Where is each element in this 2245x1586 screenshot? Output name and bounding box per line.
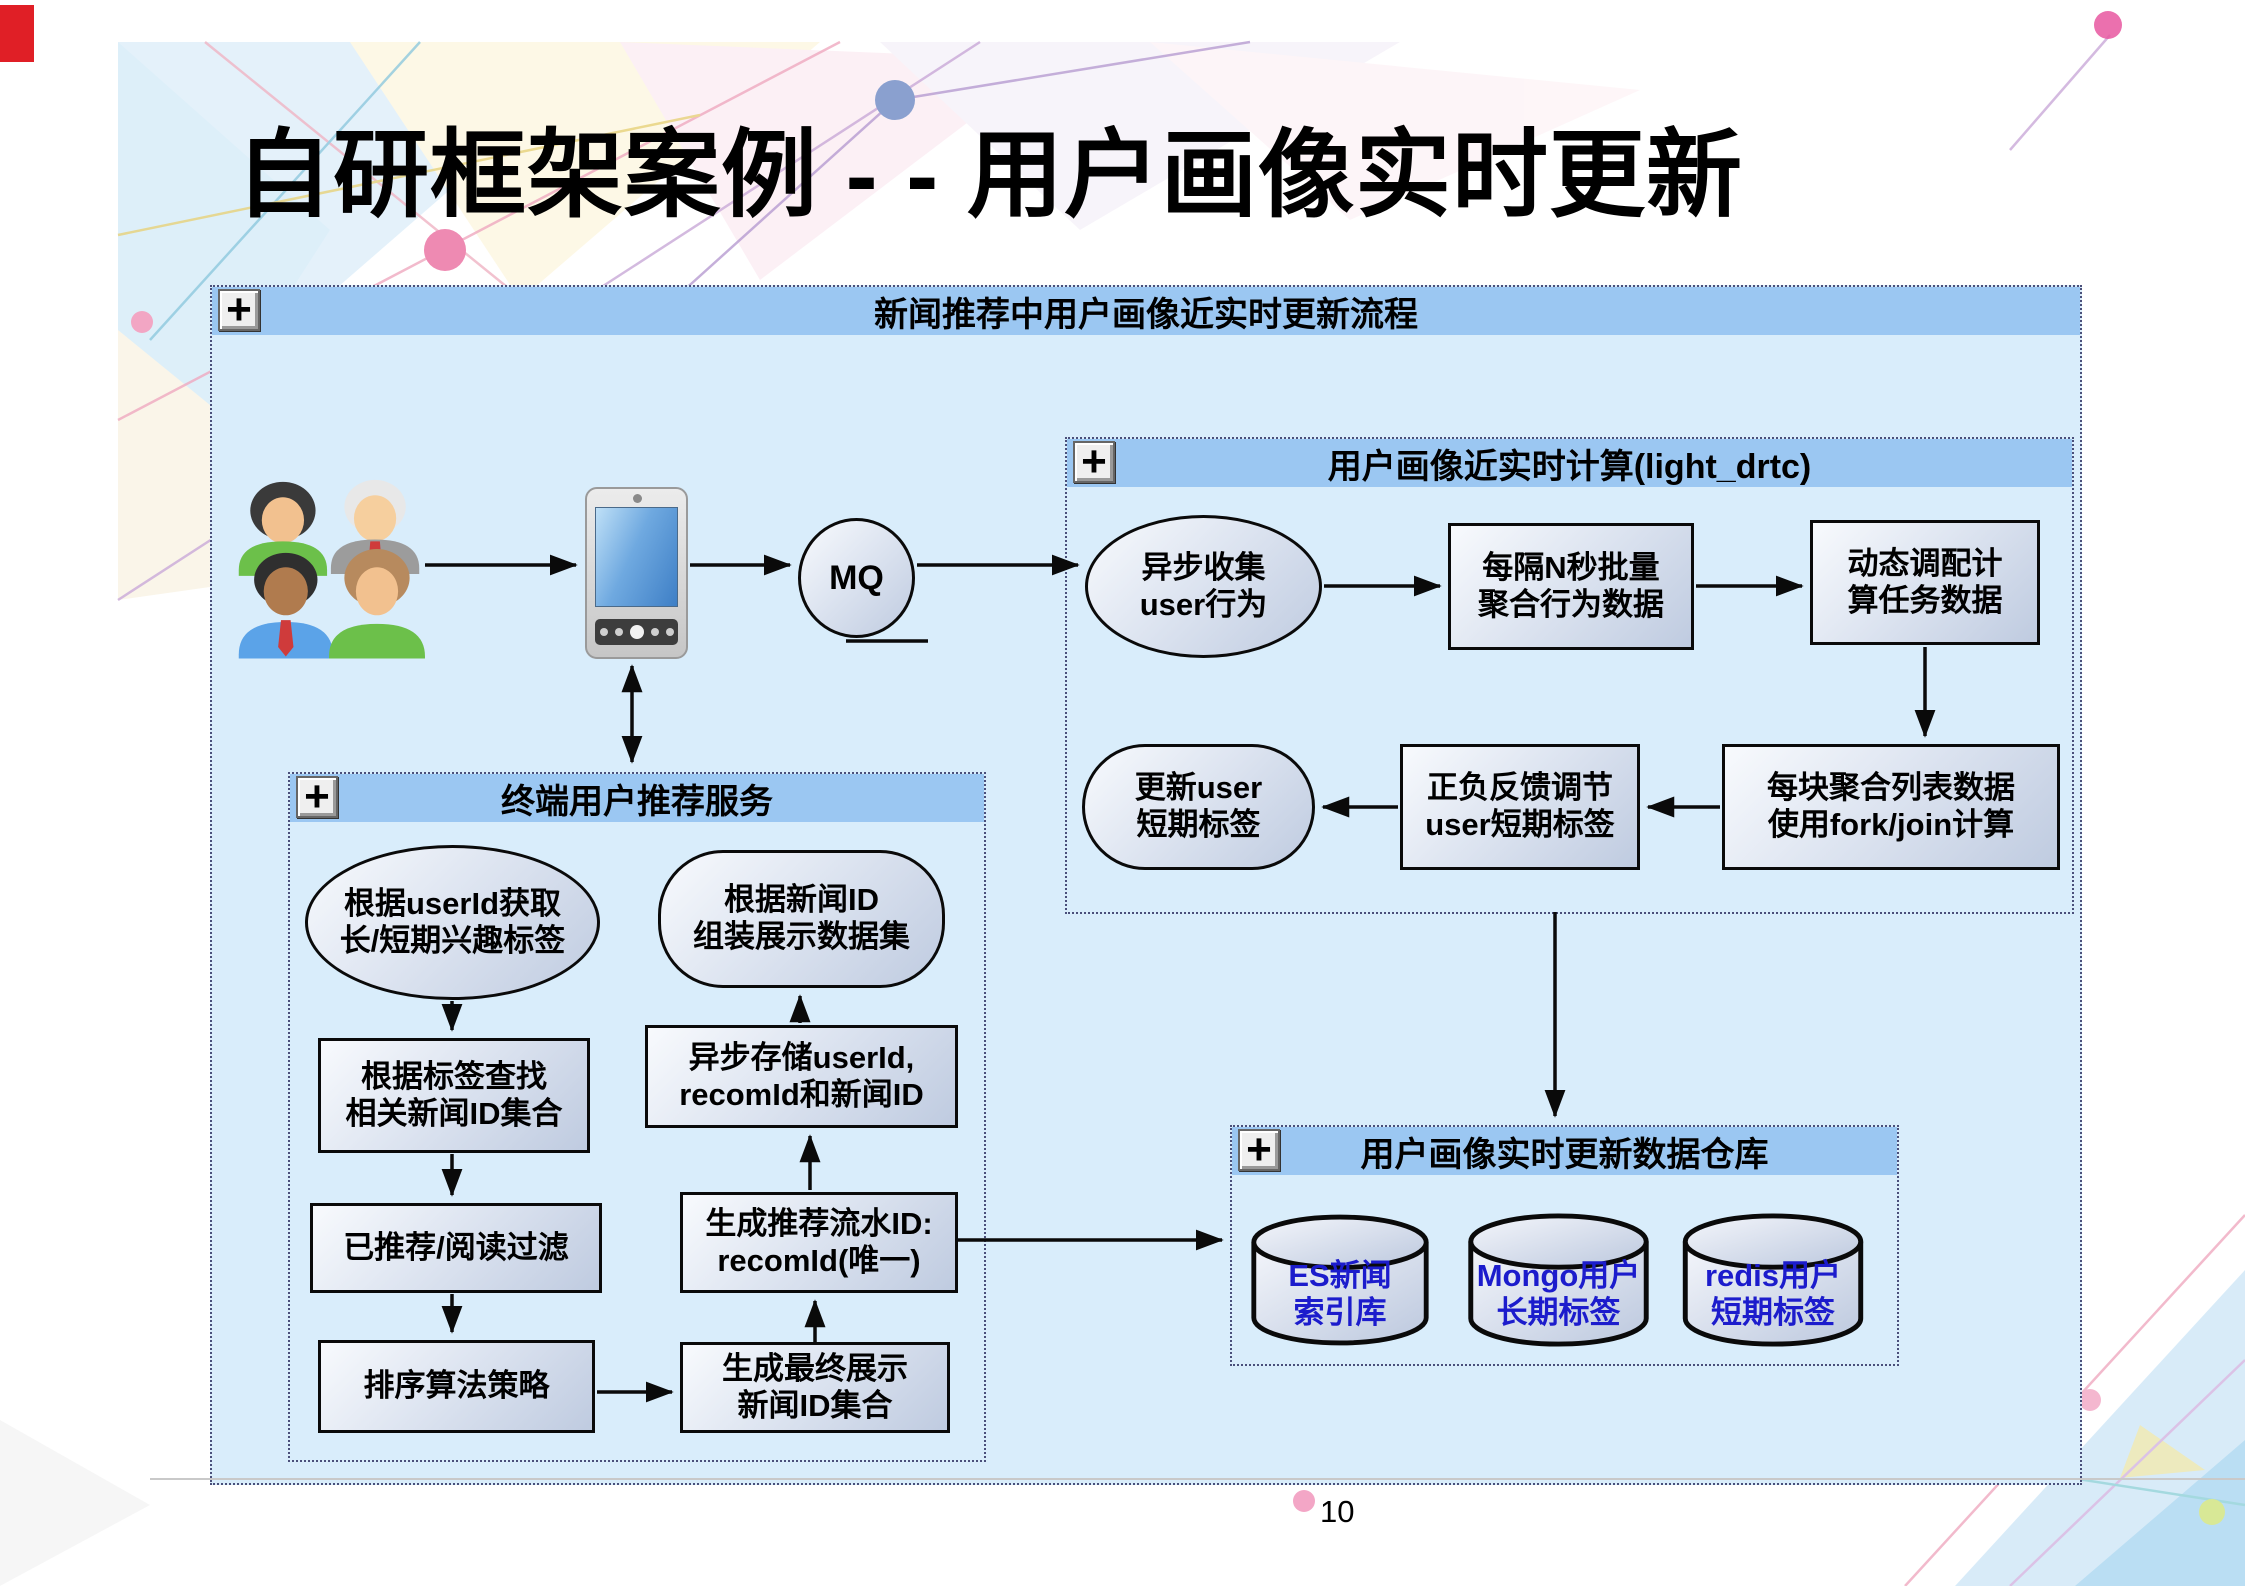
database-redis-icon: redis用户 短期标签 (1678, 1212, 1868, 1350)
phone-icon (585, 487, 688, 659)
page-number-dot-icon (1293, 1490, 1315, 1512)
compute-header: 用户画像近实时计算(light_drtc) (1067, 439, 2072, 487)
corner-accent-bar (0, 5, 34, 62)
node-rank-strategy: 排序算法策略 (318, 1340, 595, 1433)
node-feedback-adjust: 正负反馈调节 user短期标签 (1400, 744, 1640, 870)
node-get-user-tags: 根据userId获取 长/短期兴趣标签 (305, 845, 600, 1000)
node-filter-read: 已推荐/阅读过滤 (310, 1203, 602, 1293)
node-dynamic-dispatch: 动态调配计 算任务数据 (1810, 520, 2040, 645)
users-group-icon (233, 478, 425, 660)
phone-speaker-icon (633, 494, 642, 503)
slide-footer-divider (150, 1478, 2245, 1480)
phone-screen (595, 507, 678, 607)
main-flow-header: 新闻推荐中用户画像近实时更新流程 (212, 287, 2080, 335)
compute-expand-button[interactable]: + (1073, 440, 1115, 484)
node-async-store-ids: 异步存储userId, recomId和新闻ID (645, 1025, 958, 1128)
node-collect-user-behavior: 异步收集 user行为 (1085, 515, 1322, 658)
warehouse-expand-button[interactable]: + (1238, 1128, 1280, 1172)
database-redis-label: redis用户 短期标签 (1704, 1257, 1842, 1330)
mq-node: MQ (798, 518, 915, 638)
phone-button-bar (595, 619, 678, 645)
main-expand-button[interactable]: + (218, 288, 260, 332)
database-mongo-icon: Mongo用户 长期标签 (1462, 1212, 1655, 1350)
node-forkjoin-compute: 每块聚合列表数据 使用fork/join计算 (1722, 744, 2060, 870)
database-es-label: ES新闻 索引库 (1288, 1257, 1392, 1330)
database-mongo-label: Mongo用户 长期标签 (1476, 1257, 1641, 1330)
node-update-short-tags: 更新user 短期标签 (1082, 744, 1315, 870)
page-number: 10 (1320, 1494, 1355, 1529)
page-title: 自研框架案例 - - 用户画像实时更新 (236, 122, 1743, 229)
node-find-news-by-tags: 根据标签查找 相关新闻ID集合 (318, 1038, 590, 1153)
node-assemble-display-data: 根据新闻ID 组装展示数据集 (658, 850, 945, 988)
node-generate-recomid: 生成推荐流水ID: recomId(唯一) (680, 1192, 958, 1293)
node-batch-aggregate: 每隔N秒批量 聚合行为数据 (1448, 523, 1694, 650)
warehouse-header: 用户画像实时更新数据仓库 (1232, 1127, 1897, 1175)
recommend-header: 终端用户推荐服务 (290, 774, 984, 822)
node-generate-final-news: 生成最终展示 新闻ID集合 (680, 1342, 950, 1433)
recommend-expand-button[interactable]: + (296, 775, 338, 819)
database-es-icon: ES新闻 索引库 (1248, 1212, 1432, 1350)
